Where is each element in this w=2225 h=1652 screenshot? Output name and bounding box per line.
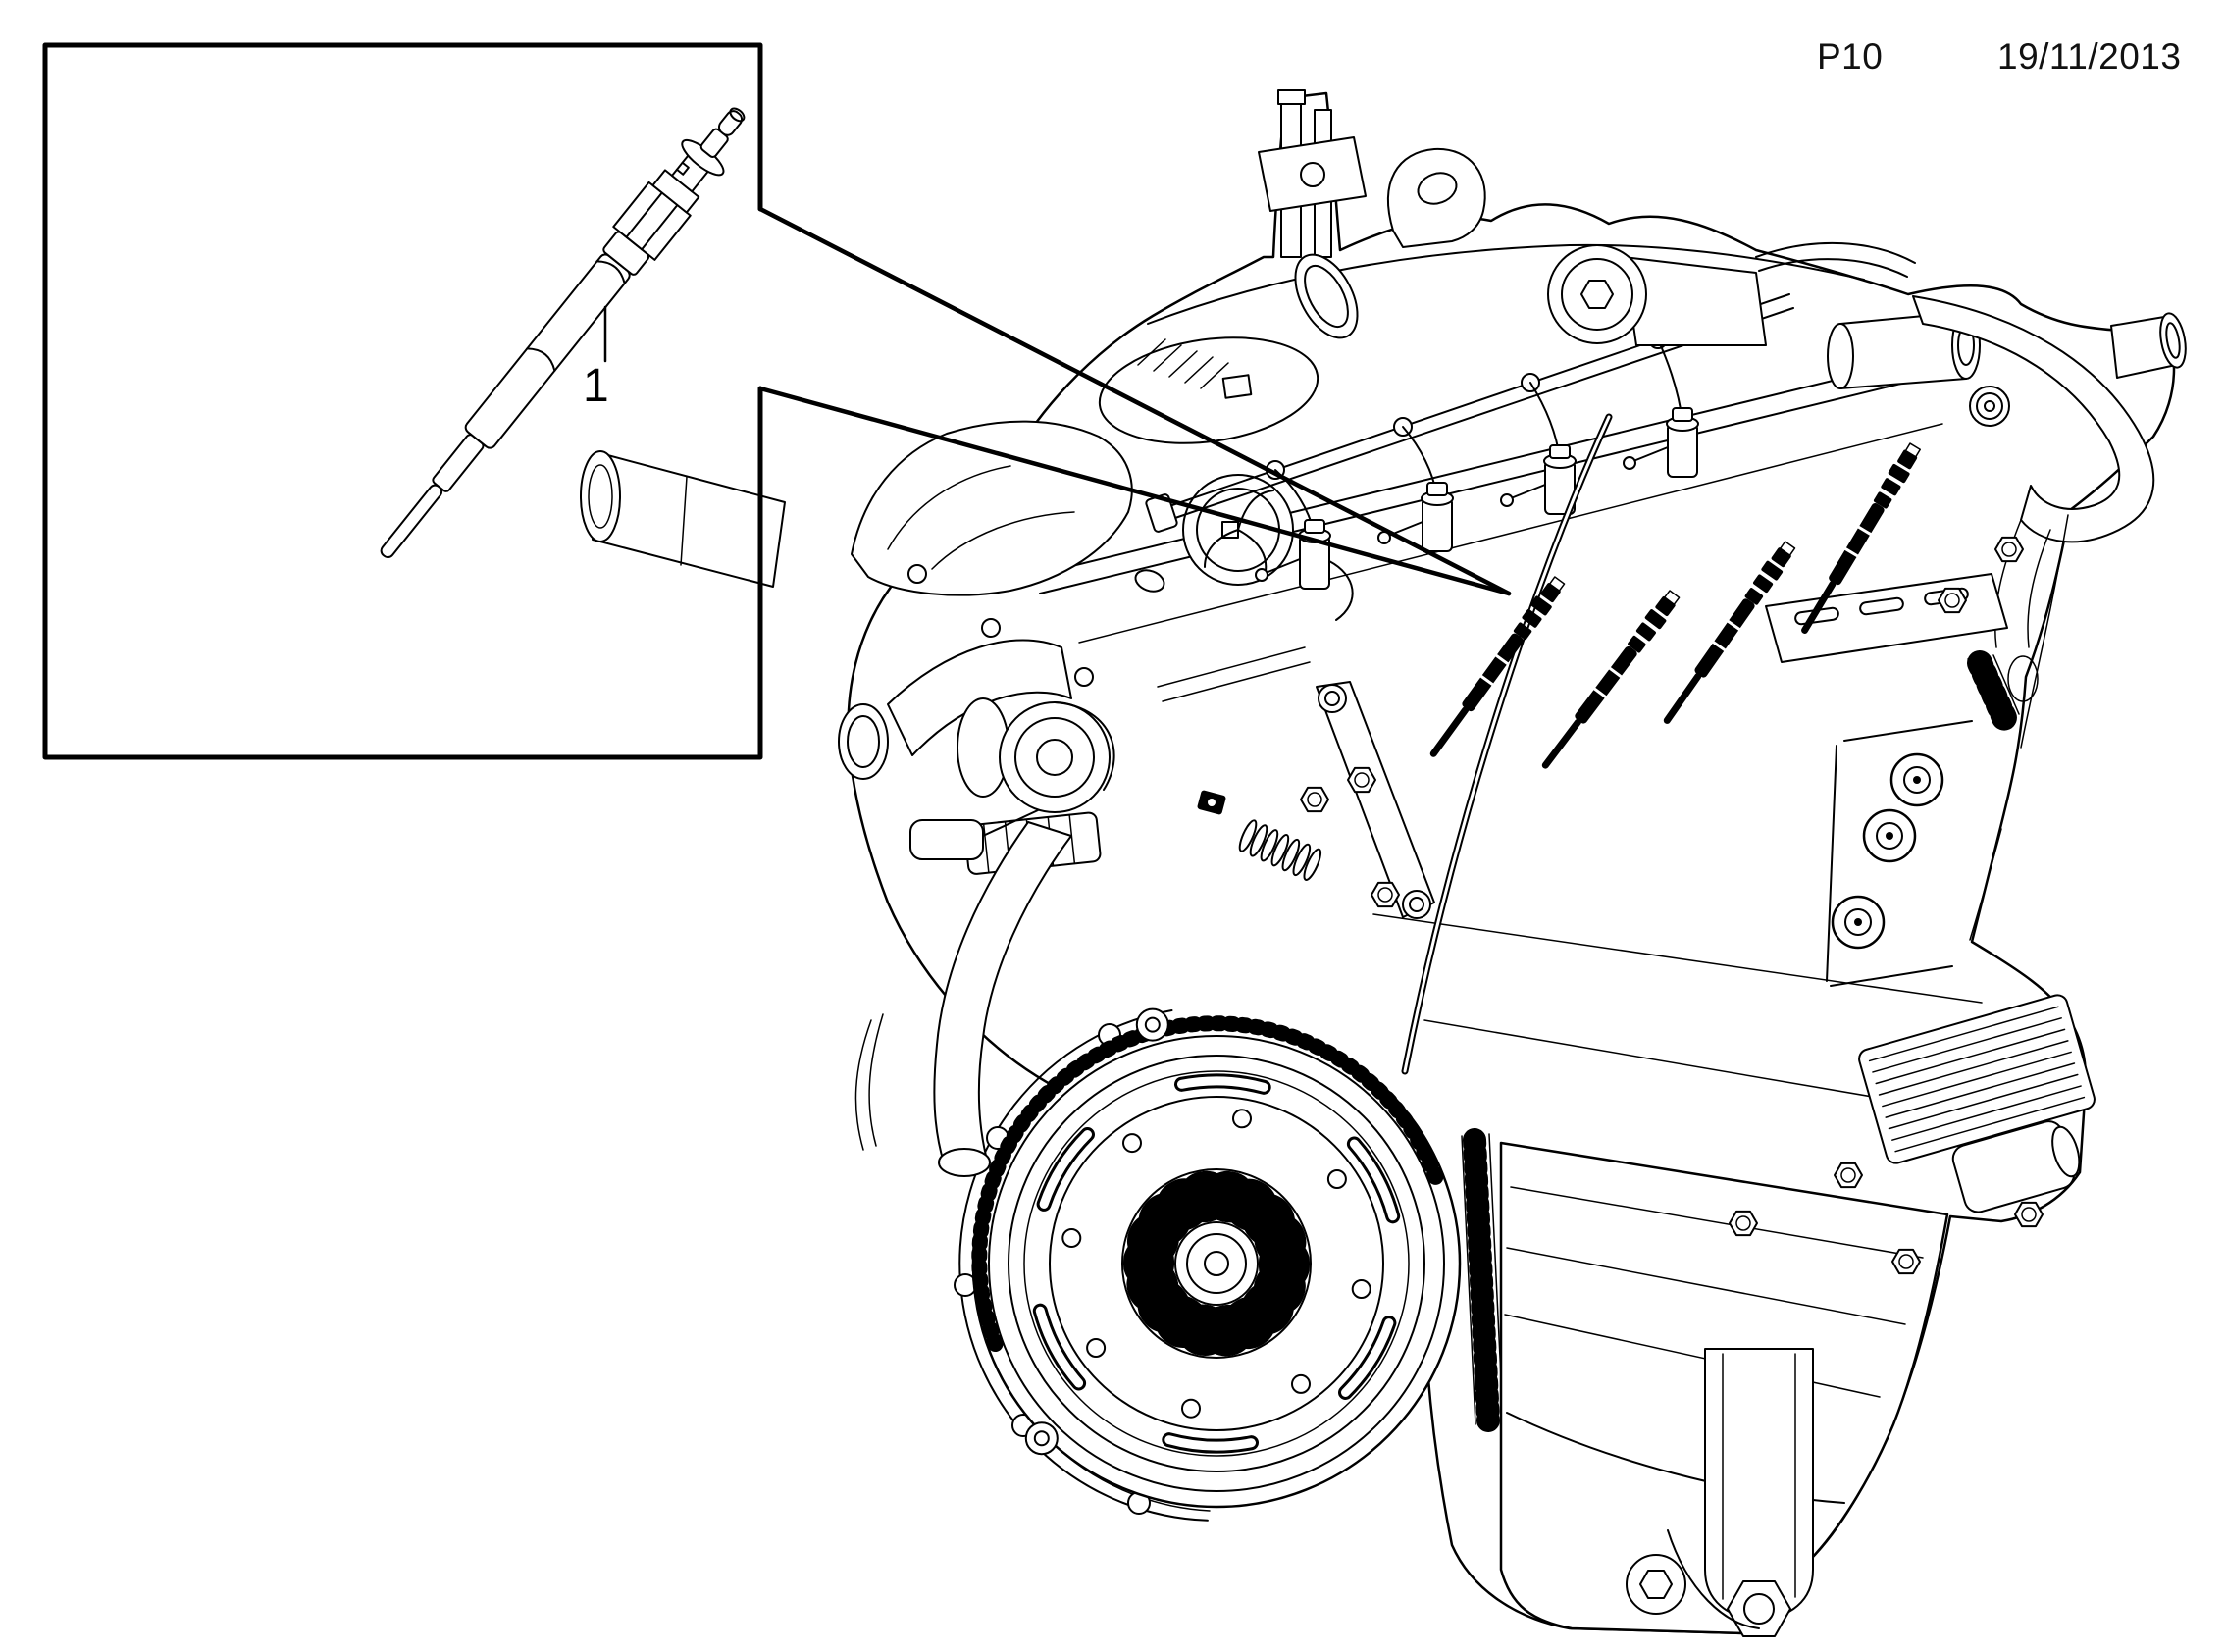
oil-cooler xyxy=(1858,994,2096,1228)
lifting-bracket xyxy=(1387,147,1486,248)
idler-pulley xyxy=(1969,386,2010,427)
top-studs xyxy=(1258,89,1367,258)
exhaust-downpipe xyxy=(854,821,1072,1177)
flange-bolt xyxy=(1626,1554,1686,1615)
part-number-label: 1 xyxy=(583,360,609,412)
part-leader-lines xyxy=(757,206,1512,596)
oil-filter-housing xyxy=(1667,1348,1814,1637)
mount-arm xyxy=(1134,560,1435,919)
revision-date: 19/11/2013 xyxy=(1997,36,2182,77)
page-code: P10 xyxy=(1817,36,1884,77)
coolant-outlet xyxy=(2110,312,2187,379)
clutch-rivets xyxy=(1061,1109,1371,1419)
oil-separator-dome xyxy=(1098,336,1319,444)
hose-clamp xyxy=(1197,790,1226,815)
breather-port xyxy=(1294,253,1359,339)
clutch-slots xyxy=(1032,1073,1401,1454)
drain-plug xyxy=(1727,1580,1791,1637)
ring-gear-teeth xyxy=(971,1015,1446,1352)
glow-plug-inset-drawing xyxy=(380,107,746,559)
high-pressure-fuel-pump xyxy=(1547,241,1916,346)
particulate-filter xyxy=(580,450,786,588)
wastegate-actuator xyxy=(909,809,1039,860)
intake-hose xyxy=(1912,295,2155,648)
flex-bellows xyxy=(1238,819,1322,881)
inset-callout-box xyxy=(42,42,763,760)
turbocharger xyxy=(957,697,1115,813)
dipstick-tube xyxy=(1401,413,1613,1075)
engine-illustration xyxy=(580,89,2187,1637)
clutch-pressure-plate xyxy=(971,1007,1462,1509)
engine-mount-bolts xyxy=(1826,720,1973,987)
diaphragm-spring-fingers xyxy=(1121,1168,1312,1359)
exhaust-heat-shield xyxy=(851,420,1133,596)
serrated-bracket xyxy=(1967,650,2020,733)
intake-elbow xyxy=(838,639,1072,780)
